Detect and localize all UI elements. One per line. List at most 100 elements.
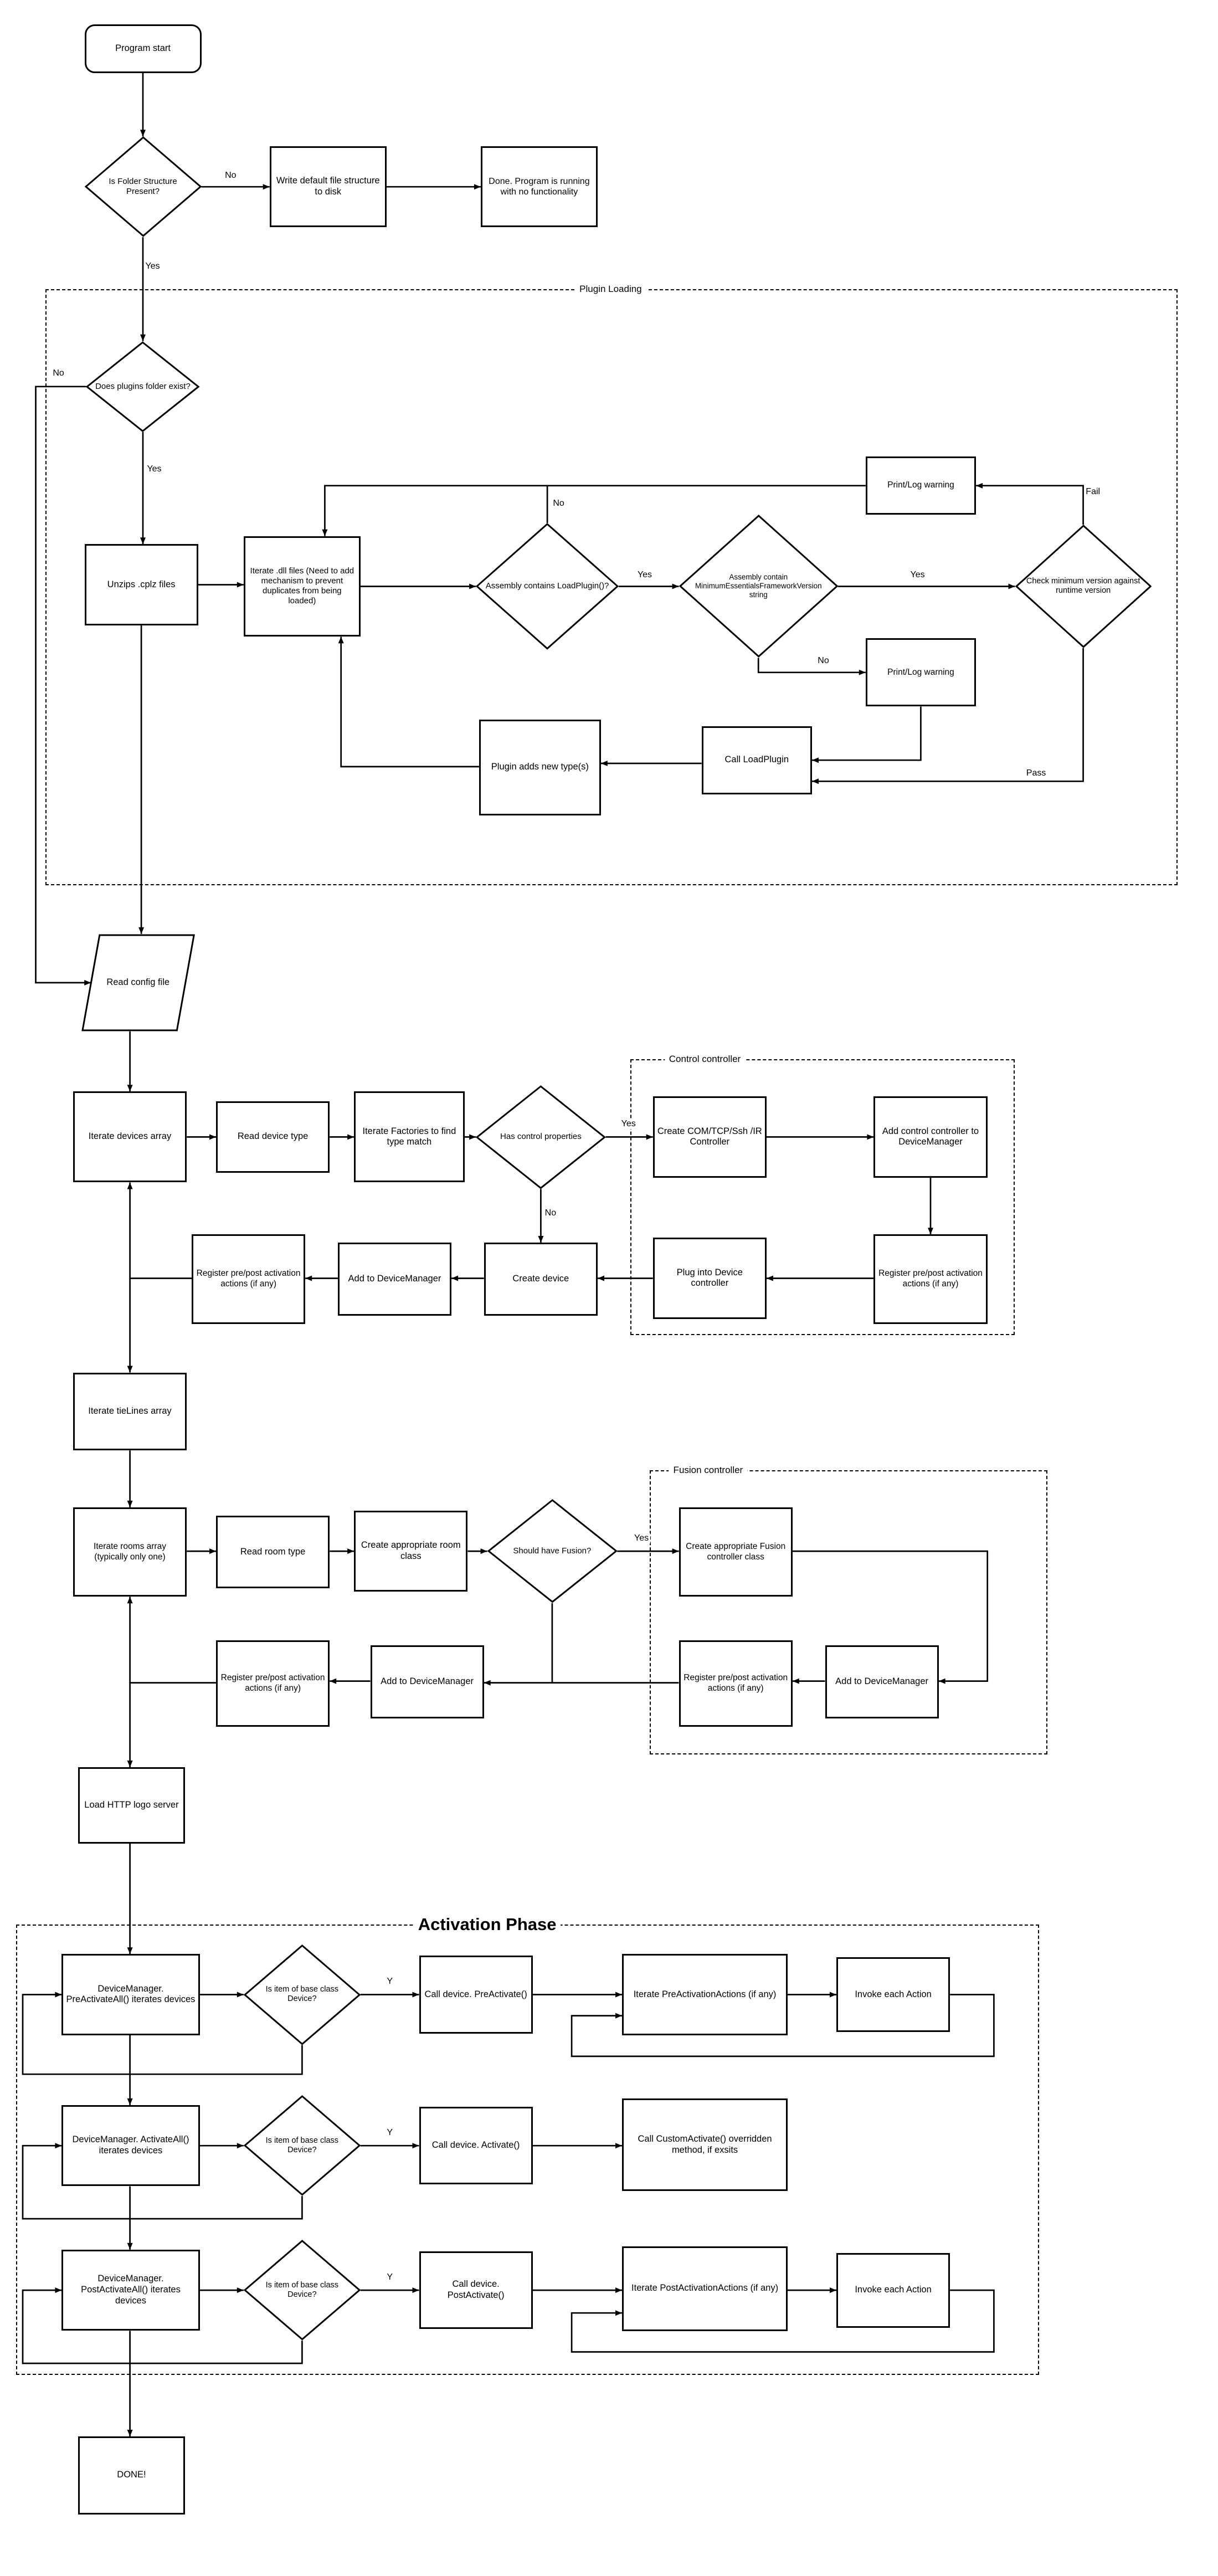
node-write-default-structure: Write default file structure to disk: [269, 146, 387, 228]
edge-label: Pass: [1024, 768, 1048, 778]
node-devicemanager-postactivateall-label: DeviceManager. PostActivateAll() iterate…: [81, 2274, 181, 2306]
node-call-device-activate: Call device. Activate(): [419, 2106, 533, 2185]
node-program-start-label: Program start: [115, 43, 171, 54]
edge-label: No: [223, 170, 238, 181]
node-plug-into-device-controller: Plug into Device controller: [652, 1238, 767, 1319]
node-devicemanager-preactivateall-label: DeviceManager. PreActivateAll() iterates…: [66, 1983, 196, 2005]
node-unzips-cplz-files: Unzips .cplz files: [84, 544, 198, 625]
edge-label: Yes: [145, 464, 163, 475]
node-unzips-cplz-files-label: Unzips .cplz files: [107, 579, 176, 589]
group-label-plugin-loading: Plugin Loading: [575, 283, 646, 295]
node-is-item-base-class-device-1: Is item of base class Device?: [243, 1944, 361, 2045]
edge-label: No: [51, 368, 66, 379]
node-create-appropriate-room-class: Create appropriate room class: [354, 1510, 468, 1592]
node-should-have-fusion: Should have Fusion?: [487, 1499, 618, 1603]
node-iterate-postactivationactions-label: Iterate PostActivationActions (if any): [631, 2283, 779, 2293]
edge-label: No: [816, 656, 831, 666]
node-assembly-contains-loadplugin-label: Assembly contains LoadPlugin()?: [485, 581, 609, 591]
edge-line: [22, 2287, 303, 2364]
node-register-prepost-room: Register pre/post activation actions (if…: [216, 1640, 330, 1727]
node-write-default-structure-label: Write default file structure to disk: [276, 176, 380, 197]
node-iterate-rooms-array: Iterate rooms array (typically only one): [73, 1507, 187, 1597]
node-is-item-base-class-device-1-label: Is item of base class Device?: [265, 1985, 339, 2004]
diamond-shape: [487, 1499, 618, 1603]
node-call-customactivate-label: Call CustomActivate() overridden method,…: [638, 2133, 772, 2155]
node-assembly-contain-minimum-version-string-label: Assembly contain MinimumEssentialsFramew…: [695, 573, 822, 599]
node-invoke-each-action-1: Invoke each Action: [836, 1957, 950, 2032]
node-add-control-controller: Add control controller to DeviceManager: [873, 1096, 988, 1178]
node-assembly-contain-minimum-version-string: Assembly contain MinimumEssentialsFramew…: [679, 515, 838, 658]
node-iterate-rooms-array-label: Iterate rooms array (typically only one): [94, 1541, 166, 1562]
edge-label: Y: [385, 2272, 395, 2282]
node-invoke-each-action-1-label: Invoke each Action: [855, 1989, 932, 1999]
node-is-folder-structure-present-label: Is Folder Structure Present?: [109, 177, 177, 197]
node-read-config-file-label: Read config file: [106, 977, 170, 987]
node-read-device-type: Read device type: [216, 1101, 330, 1173]
node-is-item-base-class-device-3: Is item of base class Device?: [243, 2240, 361, 2341]
node-create-device: Create device: [484, 1243, 598, 1316]
diamond-shape: [243, 2240, 361, 2341]
group-fusion-controller: [649, 1470, 1048, 1754]
node-add-to-devicemanager-device: Add to DeviceManager: [337, 1243, 452, 1316]
edge-label: Yes: [633, 1533, 651, 1543]
node-iterate-postactivationactions: Iterate PostActivationActions (if any): [622, 2246, 788, 2331]
node-call-device-postactivate-label: Call device. PostActivate(): [447, 2279, 505, 2301]
edge-label: Yes: [635, 569, 654, 580]
node-assembly-contains-loadplugin: Assembly contains LoadPlugin()?: [476, 523, 619, 650]
diamond-shape: [243, 1944, 361, 2045]
node-create-fusion-controller-class-label: Create appropriate Fusion controller cla…: [686, 1541, 786, 1562]
node-print-log-warning-bottom: Print/Log warning: [865, 638, 977, 707]
node-plug-into-device-controller-label: Plug into Device controller: [676, 1267, 743, 1289]
node-read-room-type: Read room type: [216, 1515, 330, 1589]
edge-line: [571, 1994, 995, 2057]
edge-line: [976, 483, 1084, 525]
node-does-plugins-folder-exist: Does plugins folder exist?: [86, 341, 200, 432]
node-iterate-preactivationactions: Iterate PreActivationActions (if any): [622, 1954, 788, 2035]
node-is-item-base-class-device-3-label: Is item of base class Device?: [265, 2280, 339, 2300]
node-call-device-activate-label: Call device. Activate(): [431, 2140, 520, 2151]
edge-label: Yes: [908, 569, 927, 580]
node-call-customactivate: Call CustomActivate() overridden method,…: [622, 2098, 788, 2192]
edge-label: Fail: [1084, 487, 1102, 497]
node-add-to-devicemanager-room-label: Add to DeviceManager: [381, 1676, 474, 1687]
diamond-shape: [679, 515, 838, 658]
node-create-appropriate-room-class-label: Create appropriate room class: [361, 1540, 461, 1562]
node-done-no-functionality-label: Done. Program is running with no functio…: [489, 177, 590, 197]
node-load-http-logo-server: Load HTTP logo server: [78, 1767, 186, 1844]
node-create-com-tcp-ssh-ir-controller-label: Create COM/TCP/Ssh /IR Controller: [657, 1126, 762, 1147]
group-label-control-controller: Control controller: [664, 1053, 746, 1065]
node-invoke-each-action-3: Invoke each Action: [836, 2252, 950, 2328]
diamond-shape: [86, 341, 200, 432]
group-control-controller: [630, 1059, 1015, 1336]
node-read-device-type-label: Read device type: [237, 1131, 309, 1142]
node-done-no-functionality: Done. Program is running with no functio…: [480, 146, 598, 228]
edge-label: Yes: [143, 261, 162, 271]
diamond-shape: [476, 1085, 606, 1189]
diamond-shape: [476, 523, 619, 650]
node-add-to-devicemanager-fusion-label: Add to DeviceManager: [835, 1676, 929, 1687]
edge-label: Y: [385, 1977, 395, 1987]
node-create-device-label: Create device: [512, 1274, 569, 1284]
node-print-log-warning-top-label: Print/Log warning: [887, 480, 954, 490]
node-is-folder-structure-present: Is Folder Structure Present?: [84, 136, 202, 238]
node-check-minimum-version: Check minimum version against runtime ve…: [1015, 525, 1152, 648]
node-iterate-factories: Iterate Factories to find type match: [354, 1091, 465, 1183]
node-add-control-controller-label: Add control controller to DeviceManager: [882, 1126, 979, 1147]
parallelogram-shape: [81, 934, 195, 1032]
node-call-device-postactivate: Call device. PostActivate(): [419, 2251, 533, 2329]
node-plugin-adds-new-types: Plugin adds new type(s): [479, 719, 601, 815]
node-print-log-warning-top: Print/Log warning: [865, 456, 977, 515]
edge-line: [757, 658, 866, 675]
node-call-device-preactivate: Call device. PreActivate(): [419, 1956, 533, 2034]
node-register-prepost-control-label: Register pre/post activation actions (if…: [878, 1269, 983, 1289]
node-register-prepost-room-label: Register pre/post activation actions (if…: [220, 1673, 325, 1693]
node-is-item-base-class-device-2-label: Is item of base class Device?: [265, 2136, 339, 2155]
node-plugin-adds-new-types-label: Plugin adds new type(s): [491, 762, 589, 772]
node-iterate-factories-label: Iterate Factories to find type match: [362, 1126, 456, 1147]
node-call-device-preactivate-label: Call device. PreActivate(): [424, 1989, 527, 1999]
node-iterate-tielines-array-label: Iterate tieLines array: [88, 1405, 172, 1416]
edge-line: [812, 706, 922, 763]
node-add-to-devicemanager-fusion: Add to DeviceManager: [825, 1645, 939, 1718]
diamond-shape: [84, 136, 202, 238]
